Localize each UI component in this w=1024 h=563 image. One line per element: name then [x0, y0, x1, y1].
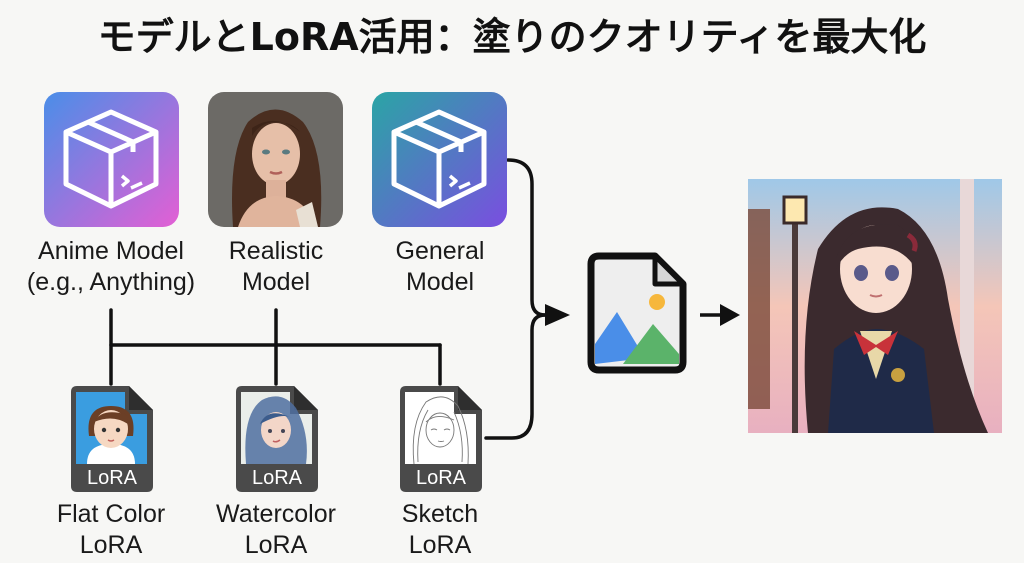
package-box-icon [372, 92, 507, 227]
portrait-photo [208, 92, 343, 227]
anime-model-label: Anime Model(e.g., Anything) [26, 237, 196, 296]
package-box-icon [44, 92, 179, 227]
lora-badge: LoRA [252, 467, 303, 489]
watercolor-lora-file: LoRA [232, 384, 320, 494]
lora-badge: LoRA [416, 467, 467, 489]
sketch-lora-file: LoRA [396, 384, 484, 494]
flat-color-lora-file: LoRA [67, 384, 155, 494]
result-anime-illustration [748, 179, 1002, 433]
realistic-model-tile [208, 92, 343, 227]
lora-badge: LoRA [87, 467, 138, 489]
page-title: モデルとLoRA活用：塗りのクオリティを最大化 [97, 15, 927, 59]
anime-model-tile [44, 92, 179, 227]
image-file-icon [583, 250, 689, 376]
general-model-tile [372, 92, 507, 227]
